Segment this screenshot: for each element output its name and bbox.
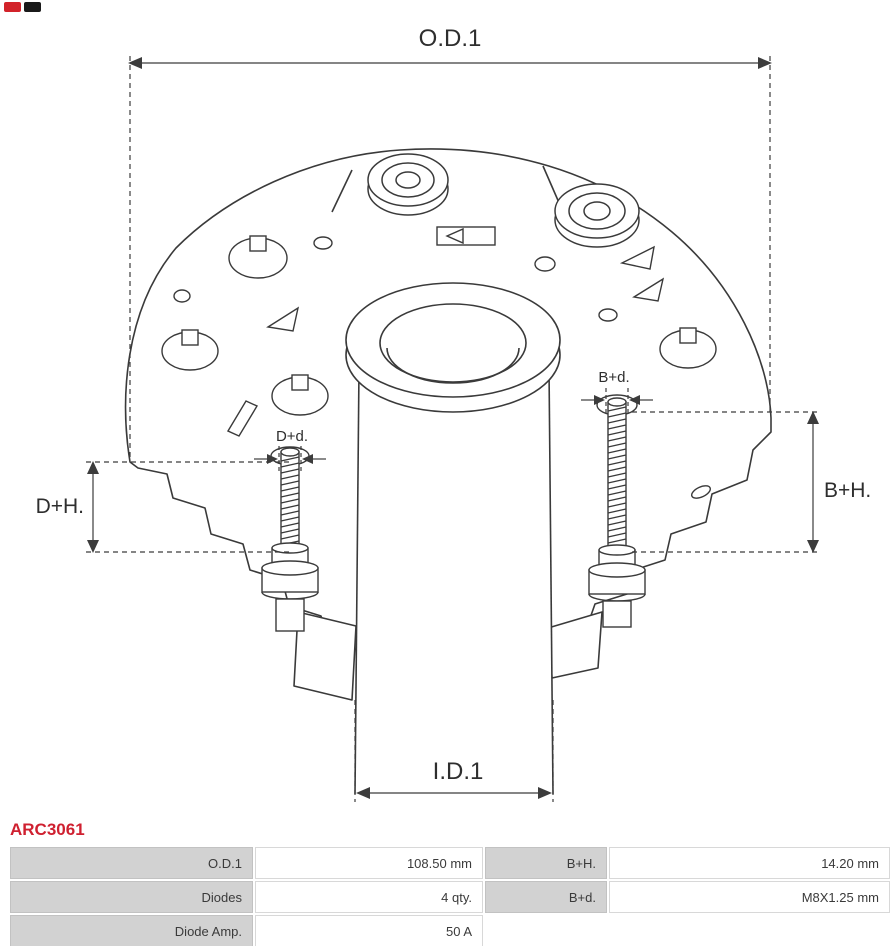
spec-label: O.D.1	[10, 847, 253, 879]
spec-empty-cell	[485, 915, 890, 946]
spec-label: Diodes	[10, 881, 253, 913]
spec-value: 4 qty.	[255, 881, 483, 913]
left-threaded-stud	[261, 446, 319, 632]
part-number: ARC3061	[10, 820, 85, 839]
spec-row: O.D.1 108.50 mm B+H. 14.20 mm	[10, 847, 890, 879]
right-threaded-stud	[588, 394, 646, 628]
spec-value: 14.20 mm	[609, 847, 890, 879]
brand-logo	[4, 2, 41, 12]
od1-dimension-label: O.D.1	[419, 25, 482, 52]
central-bore-cylinder	[345, 282, 561, 795]
spec-value: 50 A	[255, 915, 483, 946]
spec-table: O.D.1 108.50 mm B+H. 14.20 mm Diodes 4 q…	[8, 845, 890, 946]
brand-logo-red-block	[4, 2, 21, 12]
spec-label: B+H.	[485, 847, 607, 879]
id1-dimension-label: I.D.1	[433, 758, 484, 785]
dh-dimension-label: D+H.	[36, 495, 84, 518]
spec-value: M8X1.25 mm	[609, 881, 890, 913]
bh-dimension-label: B+H.	[824, 479, 871, 502]
diode-spots-and-holes	[161, 226, 717, 499]
technical-drawing: O.D.1 I.D.1 D+H. B+H. D+d. B+d.	[36, 25, 871, 802]
dimension-annotations	[86, 56, 819, 802]
spec-value: 108.50 mm	[255, 847, 483, 879]
terminal-bosses	[367, 153, 640, 248]
spec-row: Diodes 4 qty. B+d. M8X1.25 mm	[10, 881, 890, 913]
spec-label: B+d.	[485, 881, 607, 913]
dd-dimension-label: D+d.	[276, 428, 308, 445]
bd-dimension-label: B+d.	[598, 369, 629, 386]
spec-row: Diode Amp. 50 A	[10, 915, 890, 946]
spec-label: Diode Amp.	[10, 915, 253, 946]
brand-logo-black-block	[24, 2, 41, 12]
